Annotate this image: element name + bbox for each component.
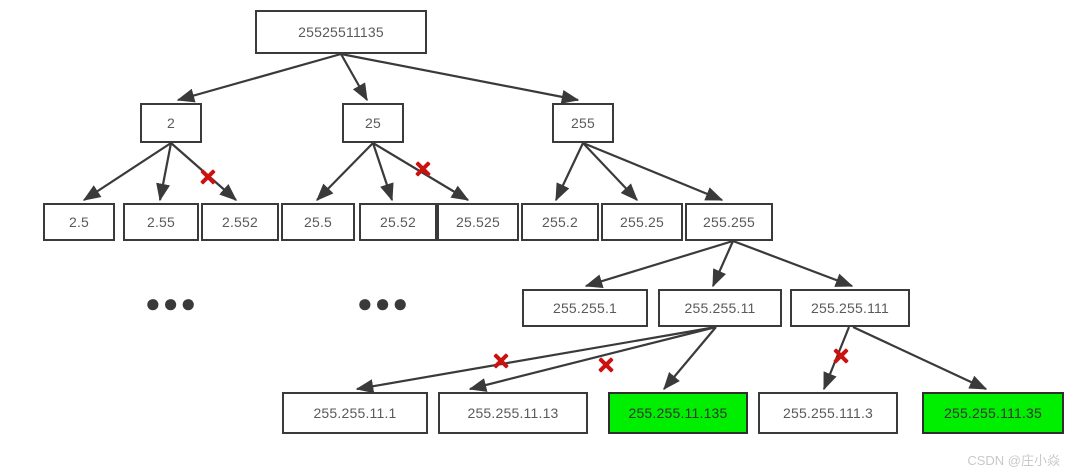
watermark-label: CSDN @庄小焱 [967, 453, 1060, 468]
tree-node-n25_52[interactable]: 25.52 [359, 203, 437, 241]
tree-node-n2_55[interactable]: 2.55 [123, 203, 199, 241]
tree-edge-n25-to-n25_52 [371, 142, 394, 202]
tree-node-l5b[interactable]: 255.255.11.13 [438, 392, 588, 434]
tree-edge-n255-to-n255_25 [582, 142, 638, 201]
tree-edge-root-to-n255 [340, 52, 580, 104]
tree-edge-n255_255-to-n255_255_11 [711, 240, 735, 288]
tree-edge-n25-to-n25_5 [316, 142, 374, 201]
tree-edge-n255_255-to-n255_255_111 [732, 239, 854, 288]
tree-edge-n2-to-n2_552 [170, 142, 237, 201]
tree-edge-n255_255_11-to-l5b [468, 325, 717, 392]
tree-edge-n2-to-n2_55 [156, 142, 173, 202]
tree-node-n2_552[interactable]: 2.552 [201, 203, 279, 241]
tree-node-l5c[interactable]: 255.255.11.135 [608, 392, 748, 434]
tree-edge-n255_255_11-to-l5c [663, 326, 717, 391]
tree-node-n2[interactable]: 2 [140, 103, 202, 143]
tree-node-n255[interactable]: 255 [552, 103, 614, 143]
tree-edge-root-to-n25 [340, 53, 368, 102]
tree-node-n255_2[interactable]: 255.2 [521, 203, 599, 241]
tree-node-n255_255_11[interactable]: 255.255.11 [658, 289, 782, 327]
tree-edge-n255_255-to-n255_255_1 [584, 239, 734, 288]
tree-node-root[interactable]: 25525511135 [255, 10, 427, 54]
ellipsis-marker-ellipsis-left: ●●● [145, 288, 199, 318]
tree-node-n25_5[interactable]: 25.5 [281, 203, 355, 241]
tree-node-n255_255_1[interactable]: 255.255.1 [522, 289, 648, 327]
tree-edge-n255-to-n255_255 [582, 141, 724, 202]
tree-edge-n255_255_11-to-l5a [355, 325, 717, 394]
tree-node-n255_255_111[interactable]: 255.255.111 [790, 289, 910, 327]
tree-node-n25[interactable]: 25 [342, 103, 404, 143]
tree-edge-n25-to-n25_525 [372, 142, 470, 201]
ellipsis-marker-ellipsis-right: ●●● [357, 288, 411, 318]
tree-edge-n255_255_111-to-l5d [822, 326, 851, 391]
tree-node-n255_25[interactable]: 255.25 [601, 203, 683, 241]
tree-edge-root-to-n2 [176, 52, 342, 103]
tree-edge-n255-to-n255_2 [555, 142, 584, 202]
tree-node-n2_5[interactable]: 2.5 [43, 203, 115, 241]
tree-edge-n255_255_111-to-l5e [852, 326, 988, 390]
tree-node-l5e[interactable]: 255.255.111.35 [922, 392, 1064, 434]
tree-node-n25_525[interactable]: 25.525 [437, 203, 519, 241]
tree-node-n255_255[interactable]: 255.255 [685, 203, 773, 241]
tree-edges [82, 52, 988, 394]
tree-node-l5d[interactable]: 255.255.111.3 [758, 392, 898, 434]
tree-node-l5a[interactable]: 255.255.11.1 [282, 392, 428, 434]
tree-edge-n2-to-n2_5 [82, 142, 172, 201]
